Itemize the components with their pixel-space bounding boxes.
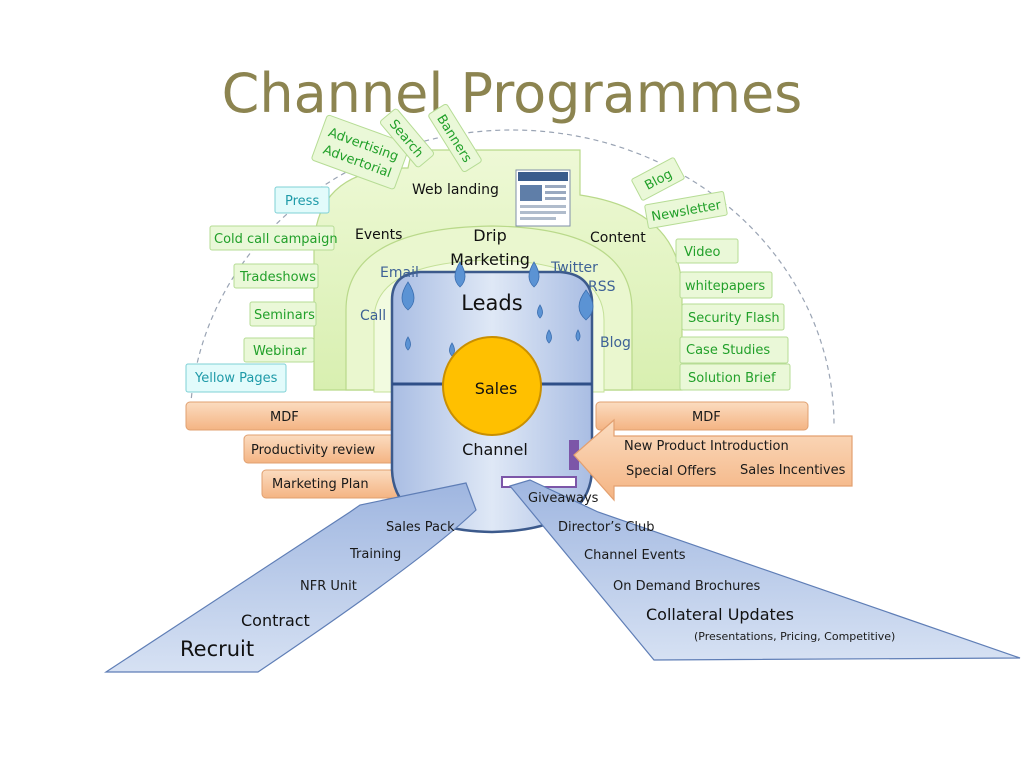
tag-seminars: Seminars [254,308,315,323]
label-channel-events: Channel Events [584,548,686,563]
label-sales-pack: Sales Pack [386,520,455,535]
label-mdf-right: MDF [692,410,721,425]
right-blue-wedge [508,479,1021,661]
label-blog-inner: Blog [600,335,631,351]
label-recruit: Recruit [180,637,254,661]
label-drip: Drip [473,226,507,245]
right-orange-arrow [573,418,853,502]
label-sales-incentives: Sales Incentives [740,463,846,478]
label-collateral-updates: Collateral Updates [646,605,794,624]
tag-video: Video [684,245,720,260]
label-call: Call [360,308,386,324]
label-web-landing: Web landing [412,182,499,198]
tag-press-box [274,186,330,214]
label-contract: Contract [241,611,310,630]
tag-blog-group: Blog [631,157,685,201]
tag-solutionbrief-box [679,363,791,391]
tag-yellow-pages: Yellow Pages [194,371,278,386]
tag-security-flash: Security Flash [688,311,780,326]
sales-circle [442,336,542,436]
label-giveaways: Giveaways [528,491,599,506]
left-blue-wedge [103,482,477,673]
label-events: Events [355,227,402,243]
label-sales: Sales [475,379,518,398]
tag-webinar: Webinar [253,344,307,359]
tag-tradeshows-box [233,263,319,289]
tag-whitepapers: whitepapers [685,279,765,294]
droplets [401,261,594,357]
label-collateral-note: (Presentations, Pricing, Competitive) [694,630,895,643]
tag-casestudies-box [679,336,789,364]
tag-case-studies: Case Studies [686,343,770,358]
label-twitter: Twitter [550,260,598,276]
tag-securityflash-box [681,303,785,331]
label-productivity-review: Productivity review [251,443,376,458]
tag-yellowpages-box [185,363,287,393]
label-channel: Channel [462,440,528,459]
page-title: Channel Programmes [221,62,803,125]
tag-video-box [675,238,739,264]
label-new-product-introduction: New Product Introduction [624,439,789,454]
label-directors-club: Director’s Club [558,520,654,535]
label-marketing: Marketing [450,250,530,269]
label-mdf-left: MDF [270,410,299,425]
label-content: Content [590,230,646,246]
label-training: Training [349,547,401,562]
label-on-demand-brochures: On Demand Brochures [613,579,760,594]
tag-press: Press [285,194,319,209]
dome-outline [189,129,835,426]
tag-solution-brief: Solution Brief [688,371,776,386]
label-marketing-plan: Marketing Plan [272,477,369,492]
tag-cold-call: Cold call campaign [214,232,338,247]
tag-whitepapers-box [679,271,773,299]
tag-newsletter-group: Newsletter [644,191,728,229]
label-leads: Leads [461,291,522,315]
label-rss: RSS [588,279,616,295]
tag-coldcall-box [209,225,335,251]
label-special-offers: Special Offers [626,464,717,479]
label-email: Email [380,265,419,281]
tag-seminars-box [249,301,317,327]
tag-webinar-box [243,337,315,363]
tag-tradeshows: Tradeshows [239,270,316,285]
label-nfr-unit: NFR Unit [300,579,357,594]
mdf-right-bar [595,401,809,431]
